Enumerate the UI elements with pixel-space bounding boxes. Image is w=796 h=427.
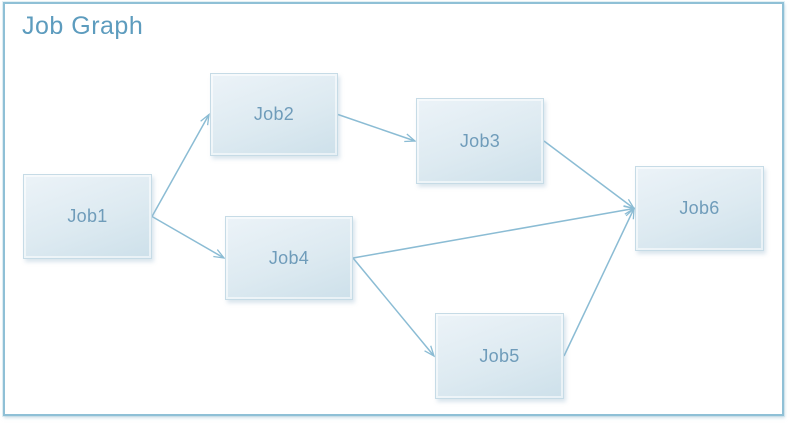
node-job1-label: Job1 [67, 206, 108, 226]
node-job1: Job1 [23, 174, 152, 259]
node-job3-label: Job3 [459, 130, 501, 151]
node-job2: Job2 [210, 73, 338, 156]
node-job2-label: Job2 [253, 104, 295, 124]
node-job4: Job4 [225, 216, 353, 300]
node-job5: Job5 [435, 313, 564, 399]
node-job4-label: Job4 [268, 247, 310, 268]
diagram-title: Job Graph [22, 12, 144, 40]
node-job6: Job6 [635, 166, 764, 251]
node-job5-label: Job5 [479, 345, 520, 366]
node-job6-label: Job6 [679, 198, 720, 218]
node-job3: Job3 [416, 98, 544, 184]
